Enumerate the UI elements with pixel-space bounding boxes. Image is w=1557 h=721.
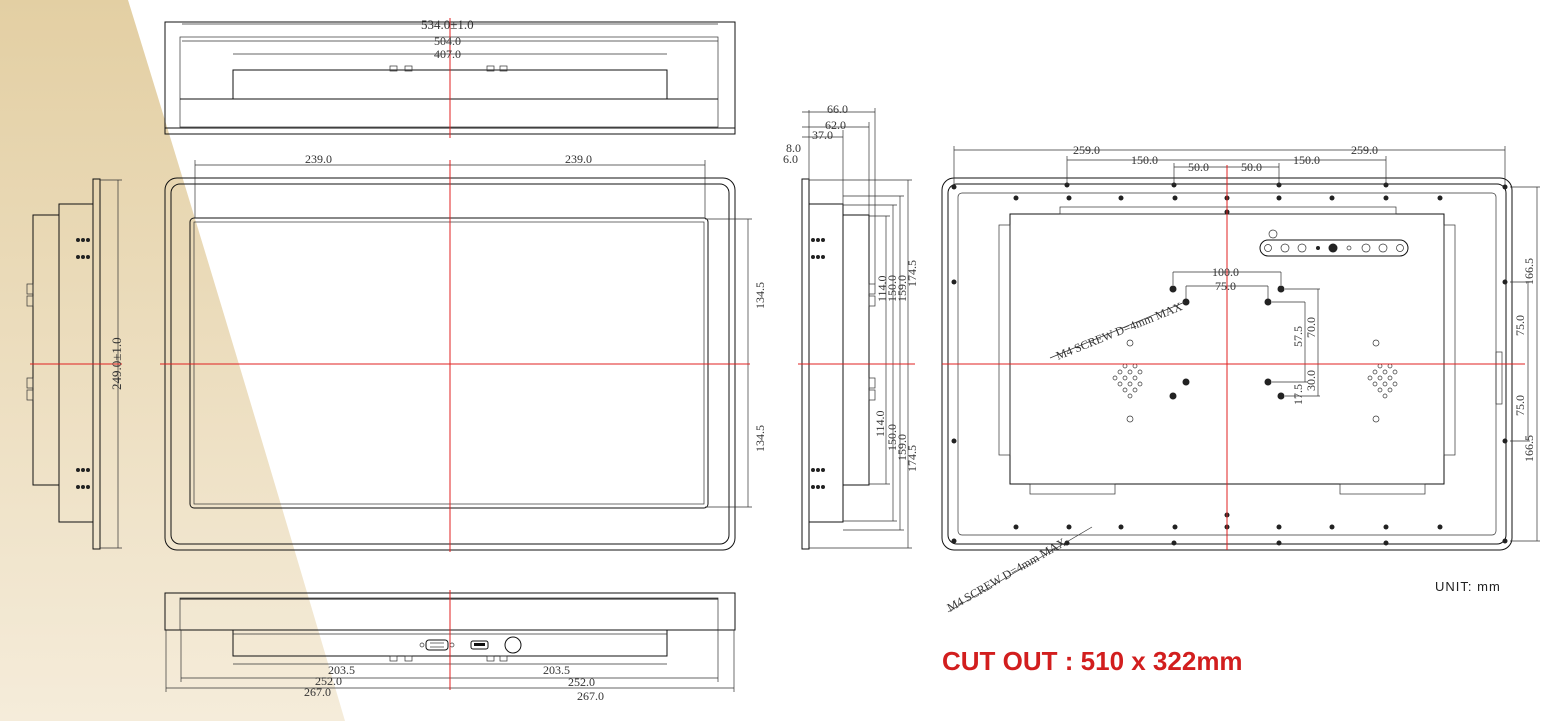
dim-vert-30: 30.0: [1304, 370, 1318, 391]
dim-depth-6: 6.0: [783, 152, 798, 166]
vesa-holes: [1169, 285, 1285, 400]
dim-bottom-252-right: 252.0: [568, 675, 595, 689]
dim-side-upper-159: 159.0: [895, 275, 909, 302]
side-view: 66.0 62.0 37.0 8.0 6.0 114.0 150.0 159.0…: [783, 102, 919, 550]
vga-port-icon: [419, 639, 455, 651]
speaker-grille-left: [1112, 363, 1143, 399]
dim-front-height-upper: 134.5: [753, 282, 767, 309]
screw-note-upper: M4 SCREW D=4mm MAX: [1054, 299, 1185, 363]
dim-vesa-100: 100.0: [1212, 265, 1239, 279]
dim-rear-259-left: 259.0: [1073, 143, 1100, 157]
dim-depth-8: 8.0: [786, 141, 801, 155]
dim-depth-62: 62.0: [825, 118, 846, 132]
dim-vert-70: 70.0: [1304, 317, 1318, 338]
dim-width-504: 504.0: [434, 34, 461, 48]
dim-vert-57: 57.5: [1291, 326, 1305, 347]
dim-width-407: 407.0: [434, 47, 461, 61]
dim-rear-150-left: 150.0: [1131, 153, 1158, 167]
dim-depth-66: 66.0: [827, 102, 848, 116]
screw-note-lower: M4 SCREW D=4mm MAX: [945, 535, 1069, 615]
dim-front-half-right: 239.0: [565, 152, 592, 166]
dim-right-166-lower: 166.5: [1522, 435, 1536, 462]
dim-vesa-75: 75.0: [1215, 279, 1236, 293]
dim-right-166-upper: 166.5: [1522, 258, 1536, 285]
dim-rear-50-right: 50.0: [1241, 160, 1262, 174]
hdmi-port-icon: [470, 640, 489, 650]
dim-bottom-203-right: 203.5: [543, 663, 570, 677]
dim-side-lower-159: 159.0: [895, 434, 909, 461]
audio-jack-icon: [504, 636, 522, 654]
dim-vert-17: 17.5: [1291, 384, 1305, 405]
dim-side-upper-150: 150.0: [885, 275, 899, 302]
dim-depth-37: 37.0: [812, 128, 833, 142]
dim-rear-150-right: 150.0: [1293, 153, 1320, 167]
dim-left-height: 249.0±1.0: [109, 337, 124, 390]
bottom-view: 203.5 203.5 252.0 252.0 267.0 267.0: [164, 590, 736, 703]
dim-rear-259-right: 259.0: [1351, 143, 1378, 157]
dim-side-upper-174: 174.5: [905, 260, 919, 287]
dim-right-75-upper: 75.0: [1513, 315, 1527, 336]
dim-bottom-252-left: 252.0: [315, 674, 342, 688]
left-view: 249.0±1.0: [26, 178, 124, 550]
dim-overall-width: 534.0±1.0: [421, 17, 474, 32]
dim-front-half-left: 239.0: [305, 152, 332, 166]
dim-side-lower-174: 174.5: [905, 445, 919, 472]
control-button-strip: [1259, 239, 1409, 257]
top-view: 534.0±1.0 504.0 407.0: [164, 17, 736, 138]
dim-bottom-267-right: 267.0: [577, 689, 604, 703]
rear-view: 259.0 259.0 150.0 150.0 50.0 50.0 100.0 …: [941, 143, 1540, 615]
unit-label: UNIT: mm: [1435, 579, 1501, 594]
cutout-label: CUT OUT : 510 x 322mm: [942, 646, 1243, 676]
dim-rear-50-left: 50.0: [1188, 160, 1209, 174]
dim-bottom-267-left: 267.0: [304, 685, 331, 699]
dim-front-height-lower: 134.5: [753, 425, 767, 452]
dim-bottom-203-left: 203.5: [328, 663, 355, 677]
dim-side-upper-114: 114.0: [875, 275, 889, 302]
dim-side-lower-150: 150.0: [885, 424, 899, 451]
dim-right-75-lower: 75.0: [1513, 395, 1527, 416]
speaker-grille-right: [1367, 363, 1398, 399]
front-view: 239.0 239.0 134.5 134.5: [160, 152, 767, 552]
dim-side-lower-114: 114.0: [873, 410, 887, 437]
